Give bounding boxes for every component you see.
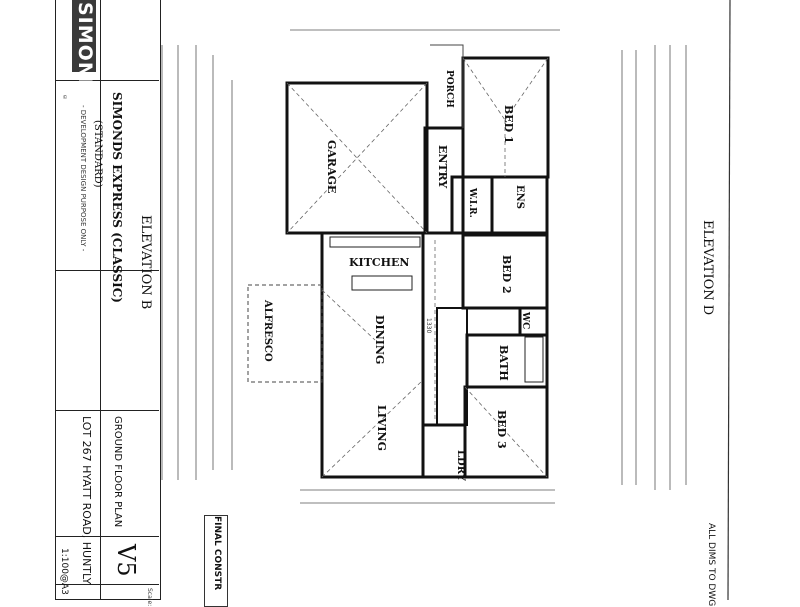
dimension-lines: [161, 29, 687, 504]
room-wir: W.I.R.: [467, 188, 477, 218]
porch-and-alfresco: [247, 44, 464, 383]
site-address: LOT 267 HYATT ROAD, HUNTLY: [80, 416, 93, 585]
room-bath: BATH: [497, 345, 510, 381]
sheet-title: GROUND FLOOR PLAN: [112, 416, 123, 528]
development-note: - DEVELOPMENT DESIGN PURPOSE ONLY -: [79, 105, 87, 252]
room-bed1: BED 1: [502, 105, 515, 144]
scale-label: Scale:: [146, 588, 153, 607]
room-wc: WC: [520, 312, 530, 330]
room-dining: DINING: [373, 315, 386, 365]
ceiling-lines: [286, 57, 549, 478]
title-block-divider: [55, 80, 159, 81]
copyright-note: ©: [62, 95, 68, 101]
hall-dimension: 1330: [425, 318, 432, 334]
brand-logo: SIMONDS: [72, 0, 96, 111]
room-porch: PORCH: [444, 70, 454, 108]
room-bed3: BED 3: [495, 410, 508, 449]
room-bed2: BED 2: [500, 255, 513, 294]
sheet-border: [727, 0, 731, 600]
title-block-divider: [55, 584, 159, 585]
room-kitchen: KITCHEN: [349, 256, 410, 269]
version-label: V5: [112, 544, 140, 577]
facade-name: (STANDARD): [92, 120, 103, 188]
final-construction-stamp: FINAL CONSTR: [204, 515, 228, 607]
fixtures: [329, 236, 544, 383]
elevation-b-label: ELEVATION B: [138, 215, 153, 310]
scale-value: 1:100@A3: [59, 548, 69, 595]
elevation-d-label: ELEVATION D: [700, 220, 715, 316]
room-living: LIVING: [375, 405, 388, 452]
room-alfresco: ALFRESCO: [262, 300, 273, 362]
room-garage: GARAGE: [325, 140, 338, 194]
title-block-divider: [100, 0, 101, 600]
dimensions-note: ALL DIMS TO DWG: [706, 523, 716, 607]
design-name: SIMONDS EXPRESS (CLASSIC): [110, 92, 124, 303]
stamp-text: FINAL CONSTR: [212, 516, 222, 591]
title-block-divider: [55, 270, 159, 271]
room-ldry: LDRY: [455, 450, 466, 481]
title-block-divider: [55, 536, 159, 537]
title-block-divider: [55, 410, 159, 411]
room-entry: ENTRY: [436, 145, 449, 189]
room-ens: ENS: [514, 185, 525, 209]
